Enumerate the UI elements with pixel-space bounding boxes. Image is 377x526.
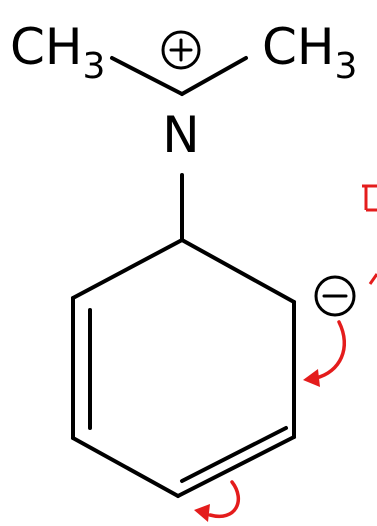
- cyclohexadiene-ring: [71, 238, 296, 498]
- bond-n-methyl-right: [180, 56, 248, 96]
- ring-bond-bottom-left: [71, 436, 180, 498]
- bond-n-methyl-left: [110, 56, 184, 96]
- nitrogen-label: N: [162, 106, 199, 164]
- ring-bond-bottom-right-inner: [180, 426, 288, 483]
- positive-charge-icon: [161, 30, 201, 70]
- methyl-left-label: CH3: [10, 18, 105, 87]
- curved-arrow-icon: [194, 480, 241, 522]
- curved-arrow-icon: [303, 320, 346, 387]
- partial-annotation-mark: [362, 184, 377, 285]
- negative-charge-icon: [314, 275, 356, 317]
- ring-bond-top-right: [180, 238, 296, 304]
- ring-bond-bottom-right: [176, 435, 296, 498]
- methyl-right-label: CH3: [262, 18, 357, 87]
- ring-bond-top-left: [71, 238, 184, 300]
